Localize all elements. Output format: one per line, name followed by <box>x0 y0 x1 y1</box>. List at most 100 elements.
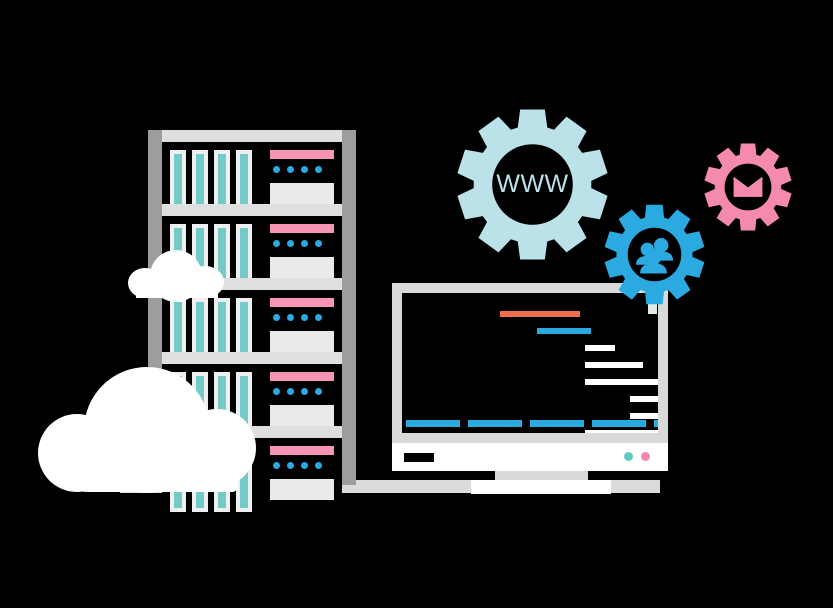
www-gear[interactable]: WWW <box>455 107 610 262</box>
status-dot-pink-icon <box>641 452 650 461</box>
users-icon <box>635 238 674 274</box>
panel-blank-plate <box>270 479 334 500</box>
led-indicator-icon <box>273 462 280 469</box>
server-module-face <box>240 154 248 212</box>
led-indicator-icon <box>301 240 308 247</box>
code-line <box>585 379 658 385</box>
panel-status-bar <box>270 298 334 307</box>
gear-www-icon <box>457 109 608 260</box>
led-indicator-icon <box>287 166 294 173</box>
rack-shelf <box>162 130 342 142</box>
led-indicator-icon <box>301 166 308 173</box>
server-module-face <box>196 228 204 286</box>
led-indicator-icon <box>315 462 322 469</box>
server-module-face <box>196 154 204 212</box>
panel-led-row <box>270 462 334 469</box>
led-indicator-icon <box>273 240 280 247</box>
panel-status-bar <box>270 372 334 381</box>
led-indicator-icon <box>273 314 280 321</box>
code-line <box>500 311 580 317</box>
led-indicator-icon <box>287 314 294 321</box>
editor-tab[interactable] <box>406 420 460 427</box>
panel-status-bar <box>270 150 334 159</box>
server-module-face <box>174 302 182 360</box>
rack-bay[interactable] <box>162 142 342 216</box>
monitor-stand-base <box>471 480 611 494</box>
monitor-bezel <box>392 443 668 471</box>
server-module[interactable] <box>236 224 252 290</box>
envelope-icon <box>732 177 764 197</box>
led-indicator-icon <box>301 388 308 395</box>
panel-led-row <box>270 388 334 395</box>
rack-control-panel <box>270 224 334 278</box>
gear-mail-icon <box>704 143 792 231</box>
led-indicator-icon <box>315 240 322 247</box>
server-module-face <box>240 450 248 508</box>
server-module-face <box>218 302 226 360</box>
led-indicator-icon <box>315 166 322 173</box>
rack-control-panel <box>270 150 334 204</box>
server-module-face <box>196 302 204 360</box>
server-module-face <box>218 376 226 434</box>
panel-led-row <box>270 240 334 247</box>
code-line <box>630 396 658 402</box>
led-indicator-icon <box>287 388 294 395</box>
panel-led-row <box>270 166 334 173</box>
rack-shelf <box>162 352 342 364</box>
server-module-face <box>240 228 248 286</box>
server-module-face <box>240 376 248 434</box>
server-module[interactable] <box>236 150 252 216</box>
server-module[interactable] <box>214 298 230 364</box>
server-module[interactable] <box>236 298 252 364</box>
code-line <box>585 345 615 351</box>
server-module[interactable] <box>192 298 208 364</box>
editor-tab[interactable] <box>654 420 658 427</box>
server-module[interactable] <box>170 150 186 216</box>
server-module-face <box>240 302 248 360</box>
gear-users-icon <box>604 204 705 305</box>
server-module[interactable] <box>214 150 230 216</box>
monitor-screen[interactable] <box>402 293 658 433</box>
panel-blank-plate <box>270 331 334 352</box>
code-line <box>585 362 643 368</box>
power-dot-teal-icon <box>624 452 633 461</box>
led-indicator-icon <box>273 166 280 173</box>
editor-tab[interactable] <box>592 420 646 427</box>
monitor-frame <box>392 283 668 443</box>
rack-control-panel <box>270 298 334 352</box>
desktop-monitor <box>392 283 668 494</box>
led-indicator-icon <box>315 314 322 321</box>
led-indicator-icon <box>301 462 308 469</box>
led-indicator-icon <box>301 314 308 321</box>
editor-tab[interactable] <box>530 420 584 427</box>
rack-control-panel <box>270 446 334 500</box>
rack-post-right <box>342 130 356 485</box>
editor-tab[interactable] <box>468 420 522 427</box>
rack-bay[interactable] <box>162 290 342 364</box>
panel-blank-plate <box>270 183 334 204</box>
server-module[interactable] <box>192 150 208 216</box>
panel-blank-plate <box>270 257 334 278</box>
code-line <box>585 430 658 433</box>
led-indicator-icon <box>287 462 294 469</box>
mail-gear[interactable] <box>703 142 793 232</box>
users-gear[interactable] <box>603 203 706 306</box>
panel-status-bar <box>270 224 334 233</box>
server-module[interactable] <box>170 298 186 364</box>
panel-led-row <box>270 314 334 321</box>
code-line <box>630 413 658 419</box>
rack-control-panel <box>270 372 334 426</box>
led-indicator-icon <box>273 388 280 395</box>
server-module-face <box>218 154 226 212</box>
rack-shelf <box>162 204 342 216</box>
led-indicator-icon <box>315 388 322 395</box>
server-module-face <box>174 154 182 212</box>
editor-tab-bar[interactable] <box>406 420 658 427</box>
server-module-face <box>218 228 226 286</box>
led-indicator-icon <box>287 240 294 247</box>
brand-logo <box>404 453 434 462</box>
cloud-large <box>38 367 256 493</box>
panel-status-bar <box>270 446 334 455</box>
panel-blank-plate <box>270 405 334 426</box>
